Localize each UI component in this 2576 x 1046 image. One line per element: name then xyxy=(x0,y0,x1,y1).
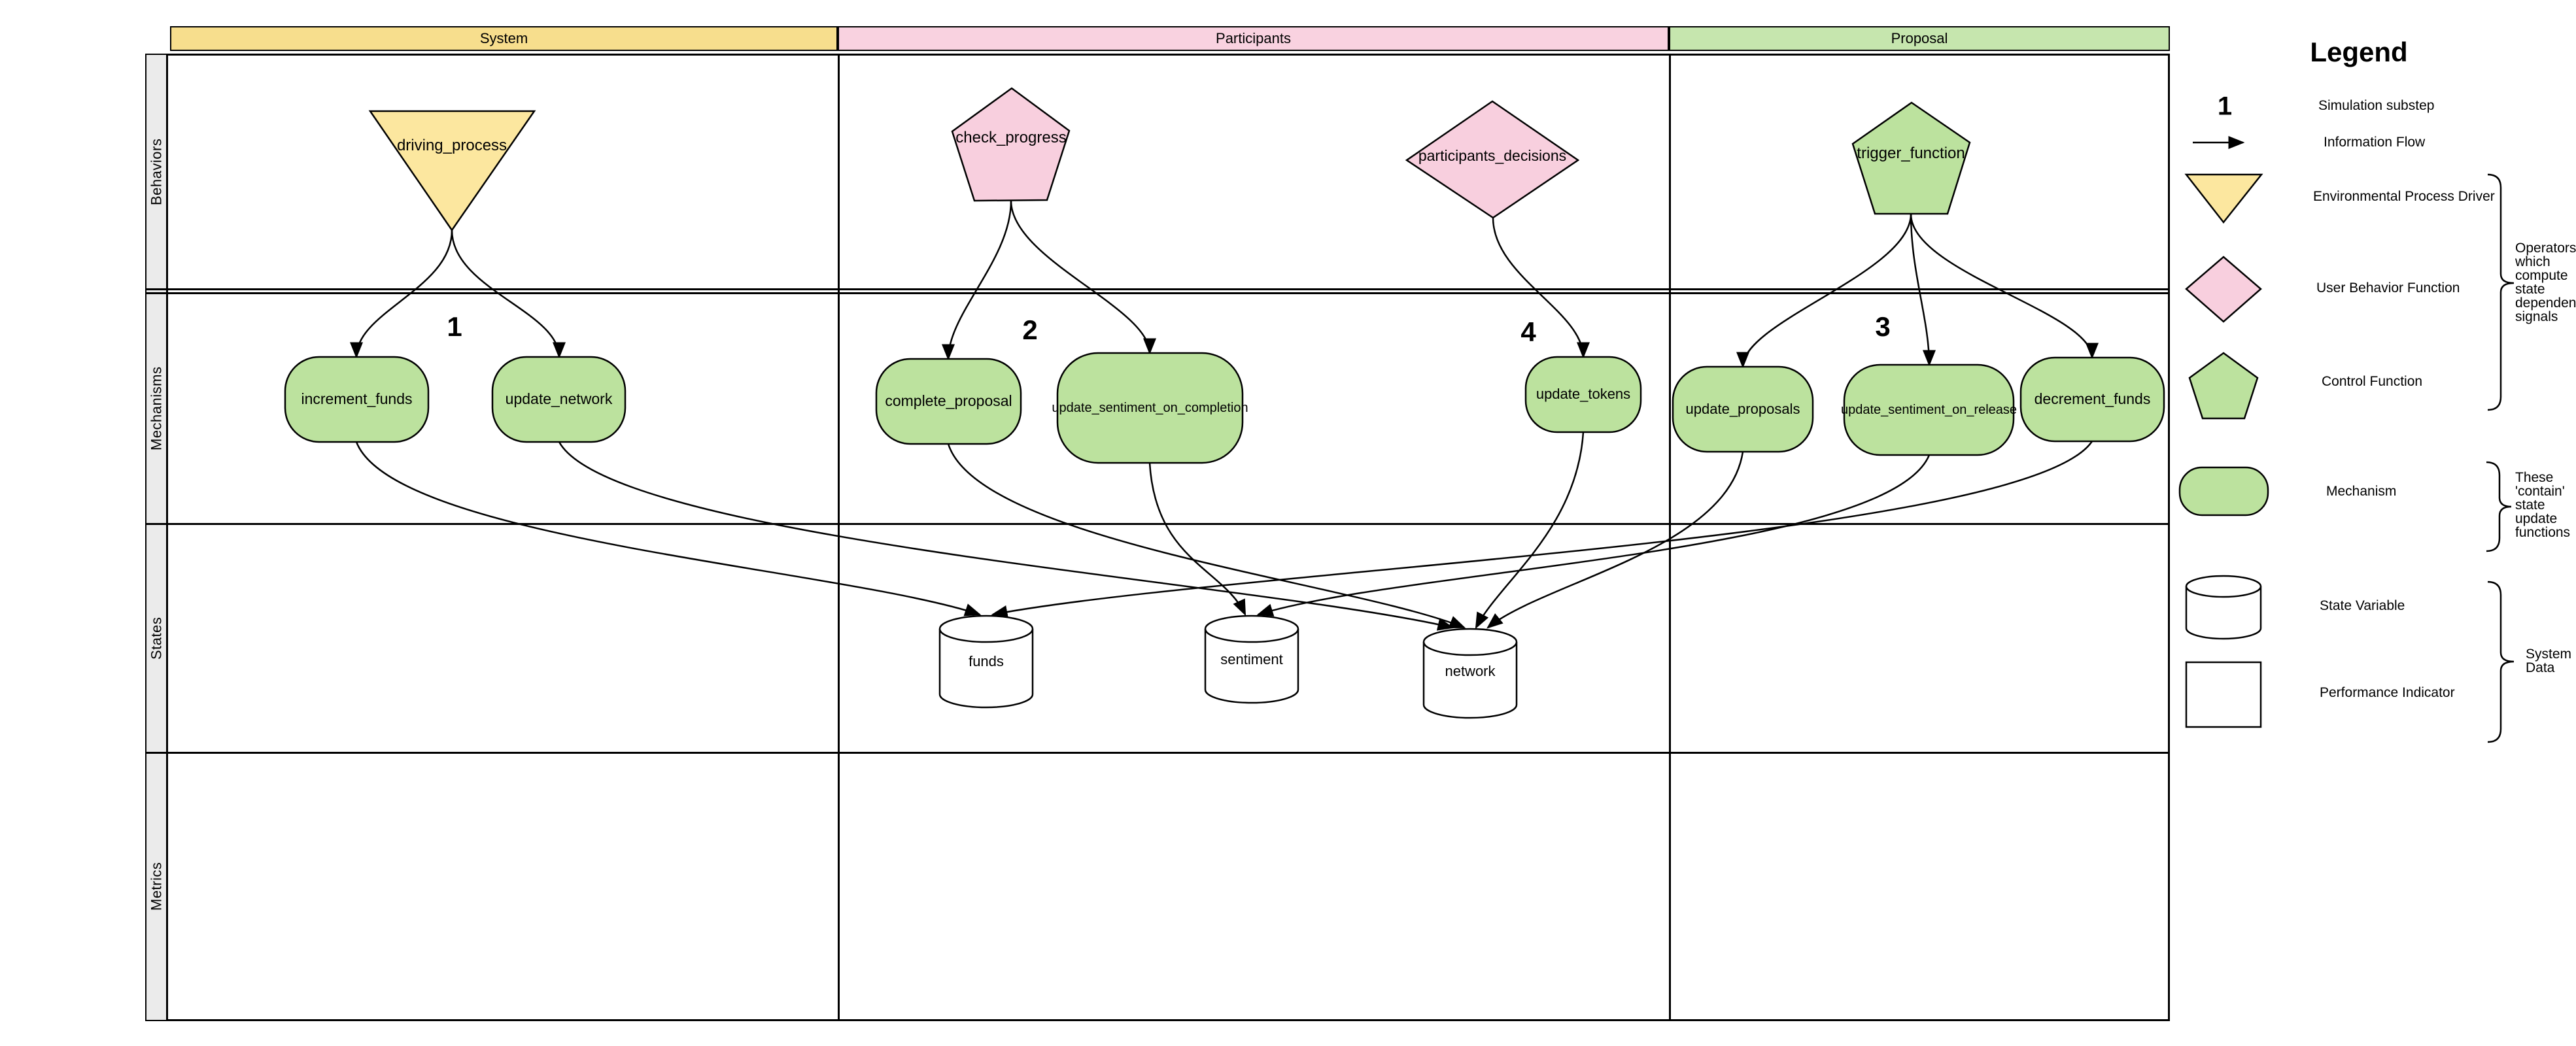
edge-trigger_function-to-update_sentiment_on_release xyxy=(1910,213,1936,367)
legend-square-icon xyxy=(2185,661,2262,728)
legend-cylinder-icon xyxy=(2185,575,2262,640)
legend-item-user-behavior-function: User Behavior Function xyxy=(2316,280,2460,295)
edge-update_tokens-to-network xyxy=(1475,431,1585,630)
legend-item-state-variable: State Variable xyxy=(2320,598,2405,613)
swimlane-grid xyxy=(166,54,2170,1021)
legend-brace-state-update xyxy=(2486,461,2512,552)
legend-braces xyxy=(2486,173,2515,743)
node-update-sentiment-on-release-shape[interactable] xyxy=(1843,363,2015,456)
node-participants-decisions-shape[interactable] xyxy=(1405,100,1580,219)
node-update-proposals-shape[interactable] xyxy=(1672,365,1814,453)
substep-number-3: 3 xyxy=(1875,311,1891,342)
legend-substep-number-icon: 1 xyxy=(2217,92,2233,121)
node-sentiment-shape[interactable] xyxy=(1204,615,1299,704)
edge-update_network-to-network xyxy=(558,441,1454,631)
legend-item-simulation-substep: Simulation substep xyxy=(2318,98,2435,113)
node-driving-process-shape[interactable] xyxy=(368,110,536,232)
legend-item-control-function: Control Function xyxy=(2322,374,2423,389)
edge-trigger_function-to-update_proposals xyxy=(1736,213,1912,369)
column-header-participants: Participants xyxy=(838,26,1669,51)
node-trigger-function-shape[interactable] xyxy=(1851,101,1971,215)
node-check-progress-shape[interactable] xyxy=(951,87,1071,202)
legend-annotation-state-update: These 'contain' state update functions xyxy=(2515,470,2571,540)
legend-brace-system-data xyxy=(2487,581,2515,743)
legend-diamond-icon xyxy=(2185,256,2262,323)
edge-driving_process-to-increment_funds xyxy=(350,229,453,359)
column-header-participants-label: Participants xyxy=(1216,30,1291,46)
legend-annotation-system-data: System Data xyxy=(2526,647,2572,675)
column-header-proposal: Proposal xyxy=(1669,26,2170,51)
legend-pentagon-icon xyxy=(2188,352,2259,420)
node-update-tokens-shape[interactable] xyxy=(1524,356,1642,433)
grid-divider-participants-proposal xyxy=(1669,54,1671,1021)
edge-participants_decisions-to-update_tokens xyxy=(1492,217,1590,359)
grid-divider-behaviors-mechanisms-b xyxy=(145,292,2170,294)
edge-update_proposals-to-network xyxy=(1486,451,1744,629)
legend-annotation-signals: Operators which compute state dependent … xyxy=(2515,241,2576,324)
edge-increment_funds-to-funds xyxy=(355,441,982,616)
edge-check_progress-to-complete_proposal xyxy=(942,200,1012,361)
column-header-proposal-label: Proposal xyxy=(1891,30,1948,46)
node-update-sentiment-on-completion-shape[interactable] xyxy=(1056,352,1244,464)
edge-update_sentiment_on_completion-to-sentiment xyxy=(1148,462,1246,616)
legend-item-performance-indicator: Performance Indicator xyxy=(2320,685,2455,700)
substep-number-2: 2 xyxy=(1022,314,1038,345)
node-update-network-shape[interactable] xyxy=(491,356,627,443)
edge-check_progress-to-update_sentiment_on_completion xyxy=(1010,200,1156,355)
legend-item-mechanism: Mechanism xyxy=(2326,484,2397,499)
grid-divider-system-participants xyxy=(838,54,840,1021)
column-header-system: System xyxy=(170,26,838,51)
node-funds-shape[interactable] xyxy=(938,615,1034,709)
grid-divider-behaviors-mechanisms-a xyxy=(145,288,2170,290)
edge-decrement_funds-to-funds xyxy=(991,441,2093,618)
legend-item-information-flow: Information Flow xyxy=(2324,135,2426,150)
column-header-system-label: System xyxy=(479,30,528,46)
edge-trigger_function-to-decrement_funds xyxy=(1910,213,2099,360)
node-decrement-funds-shape[interactable] xyxy=(2019,356,2165,443)
node-network-shape[interactable] xyxy=(1422,628,1518,719)
legend-item-environmental-process-driver: Environmental Process Driver xyxy=(2313,189,2495,204)
grid-divider-mechanisms-states xyxy=(145,523,2170,525)
legend-triangle-icon xyxy=(2184,173,2263,224)
substep-number-4: 4 xyxy=(1520,316,1536,347)
edge-driving_process-to-update_network xyxy=(451,229,566,359)
edge-update_sentiment_on_release-to-sentiment xyxy=(1256,454,1931,616)
node-increment-funds-shape[interactable] xyxy=(284,356,430,443)
grid-divider-states-metrics xyxy=(145,752,2170,754)
legend-capsule-icon xyxy=(2178,466,2269,516)
substep-number-1: 1 xyxy=(447,311,462,342)
legend-brace-signal-operators xyxy=(2487,173,2515,411)
legend-title: Legend xyxy=(2310,37,2408,67)
edge-complete_proposal-to-network xyxy=(947,443,1466,629)
node-complete-proposal-shape[interactable] xyxy=(875,358,1022,445)
